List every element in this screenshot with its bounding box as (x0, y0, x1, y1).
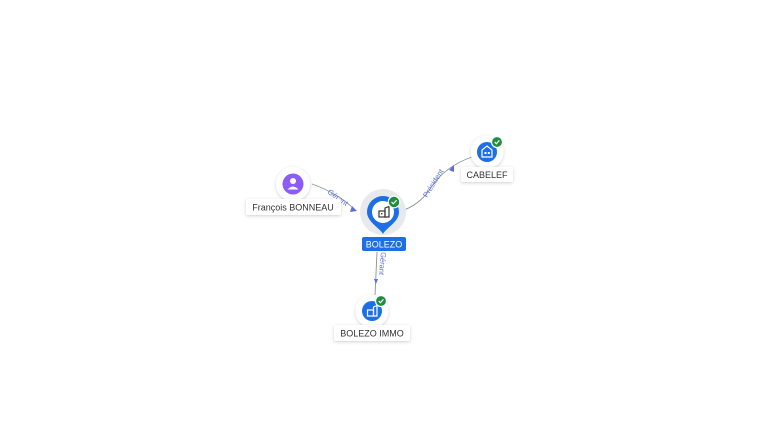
node-label: BOLEZO (366, 240, 403, 250)
node-label: François BONNEAU (252, 203, 334, 213)
node-cabelef[interactable]: CABELEF (461, 135, 513, 183)
building-icon (481, 145, 493, 158)
edge-bolezo-cabelef: Président (397, 156, 473, 213)
building-icon (378, 205, 390, 218)
check-badge-icon (374, 294, 388, 308)
node-label: BOLEZO IMMO (340, 329, 404, 339)
edge-label: Gérant (377, 252, 388, 277)
person-icon (287, 178, 299, 190)
node-label: CABELEF (466, 170, 508, 180)
check-badge-icon (387, 195, 401, 209)
node-bolezo[interactable]: BOLEZO (360, 189, 406, 251)
edge-bolezo-bolezoimmo: Gérant (374, 252, 388, 297)
node-francois-bonneau[interactable]: François BONNEAU (246, 167, 341, 215)
node-bolezo-immo[interactable]: BOLEZO IMMO (334, 294, 410, 342)
check-badge-icon (490, 135, 504, 149)
edge-label: Président (421, 167, 446, 199)
